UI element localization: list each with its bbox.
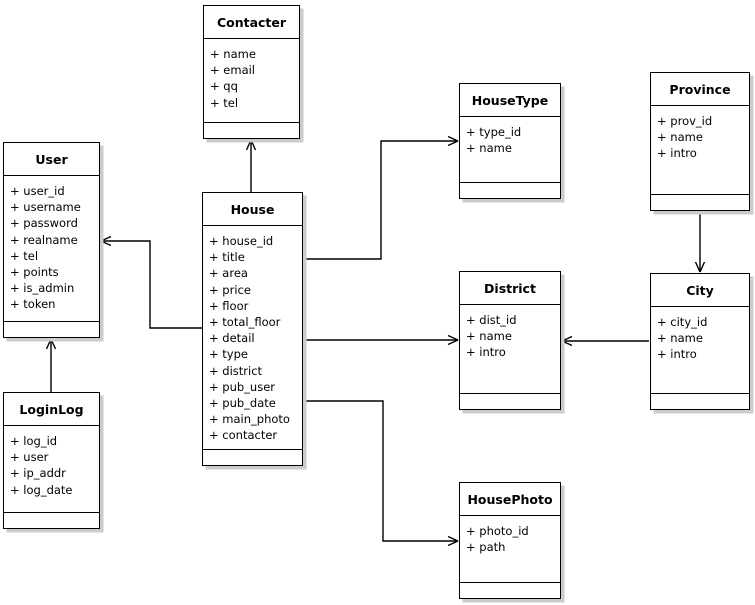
class-district[interactable]: District + dist_id + name+ intro <box>459 271 561 410</box>
class-loginlog[interactable]: LoginLog + log_id + user+ ip_addr+ log_da… <box>3 392 100 529</box>
attribute-row: + price <box>209 282 251 297</box>
class-title: District <box>460 272 560 305</box>
class-title: House <box>203 193 302 226</box>
attribute-row: + name <box>657 130 703 145</box>
attribute-row: + name <box>657 331 703 346</box>
attribute-row: + realname <box>10 232 78 247</box>
relation-house-housephoto[interactable] <box>303 400 459 547</box>
class-methods-compartment <box>651 393 749 409</box>
attribute-row: + pub_date <box>209 396 276 411</box>
attribute-row: + area <box>209 266 248 281</box>
attribute-row: + detail <box>209 331 255 346</box>
relation-house-contacter[interactable] <box>245 139 257 192</box>
attribute-row: + qq <box>210 79 238 94</box>
attribute-row: + title <box>209 250 245 265</box>
class-attributes: + city_id + name+ intro <box>651 307 749 393</box>
relation-loginlog-user[interactable] <box>45 338 57 392</box>
class-title: HousePhoto <box>460 483 560 516</box>
attribute-row: + user <box>10 450 49 465</box>
relation-house-district[interactable] <box>303 334 459 346</box>
attribute-row: + total_floor <box>209 315 281 330</box>
class-title: Province <box>651 73 749 106</box>
attribute-row: + name <box>466 329 512 344</box>
attribute-row: + username <box>10 200 81 215</box>
attribute-row: + points <box>10 265 59 280</box>
class-user[interactable]: User + user_id + username+ password+ real… <box>3 142 100 338</box>
class-title: Contacter <box>204 6 299 39</box>
relation-house-user[interactable] <box>100 235 202 329</box>
class-attributes: + log_id + user+ ip_addr+ log_date <box>4 426 99 512</box>
class-methods-compartment <box>651 194 749 210</box>
class-methods-compartment <box>204 122 299 138</box>
class-methods-compartment <box>203 449 302 465</box>
class-housetype[interactable]: HouseType + type_id + name <box>459 83 561 199</box>
attribute-row: + intro <box>657 146 697 161</box>
attribute-row: + floor <box>209 298 249 313</box>
attribute-row: + photo_id <box>466 524 529 538</box>
attribute-row: + name <box>210 47 256 61</box>
attribute-row: + type <box>209 347 248 362</box>
attribute-row: + type_id <box>466 125 522 139</box>
class-contacter[interactable]: Contacter + name + email+ qq+ tel <box>203 5 300 139</box>
attribute-row: + password <box>10 216 78 231</box>
class-attributes: + prov_id + name+ intro <box>651 106 749 194</box>
class-attributes: + type_id + name <box>460 117 560 182</box>
class-title: HouseType <box>460 84 560 117</box>
attribute-row: + tel <box>10 248 39 263</box>
attribute-row: + log_id <box>10 434 58 448</box>
class-methods-compartment <box>4 321 99 337</box>
attribute-row: + city_id <box>657 315 708 329</box>
attribute-row: + ip_addr <box>10 466 66 481</box>
class-attributes: + house_id + title+ area+ price+ floor + t… <box>203 226 302 449</box>
attribute-row: + pub_user <box>209 379 276 394</box>
class-methods-compartment <box>460 182 560 198</box>
attribute-row: + name <box>466 141 512 156</box>
attribute-row: + intro <box>657 347 697 362</box>
attribute-row: + intro <box>466 345 506 360</box>
relation-house-housetype[interactable] <box>303 135 459 260</box>
attribute-row: + tel <box>210 95 239 110</box>
class-attributes: + name + email+ qq+ tel <box>204 39 299 122</box>
relation-province-city[interactable] <box>694 211 706 273</box>
attribute-row: + main_photo <box>209 412 290 427</box>
class-house[interactable]: House + house_id + title+ area+ price+ fl… <box>202 192 303 466</box>
class-housephoto[interactable]: HousePhoto + photo_id + path <box>459 482 561 599</box>
attribute-row: + dist_id <box>466 313 517 327</box>
attribute-row: + house_id <box>209 234 274 248</box>
class-attributes: + user_id+ username+ password+ realname+… <box>4 176 99 321</box>
relation-city-district[interactable] <box>561 335 649 347</box>
class-title: User <box>4 143 99 176</box>
attribute-row: + district <box>209 363 263 378</box>
class-city[interactable]: City + city_id + name+ intro <box>650 273 750 410</box>
class-title: City <box>651 274 749 307</box>
class-methods-compartment <box>460 582 560 598</box>
attribute-row: + user_id <box>10 184 65 198</box>
class-methods-compartment <box>4 512 99 528</box>
attribute-row: + token <box>10 297 56 312</box>
class-province[interactable]: Province + prov_id + name+ intro <box>650 72 750 211</box>
attribute-row: + contacter <box>209 428 278 443</box>
attribute-row: + log_date <box>10 482 73 497</box>
attribute-row: + email <box>210 63 256 78</box>
class-title: LoginLog <box>4 393 99 426</box>
attribute-row: + prov_id <box>657 114 713 128</box>
attribute-row: + is_admin <box>10 281 75 296</box>
class-attributes: + photo_id + path <box>460 516 560 582</box>
attribute-row: + path <box>466 540 506 555</box>
class-methods-compartment <box>460 393 560 409</box>
class-attributes: + dist_id + name+ intro <box>460 305 560 393</box>
